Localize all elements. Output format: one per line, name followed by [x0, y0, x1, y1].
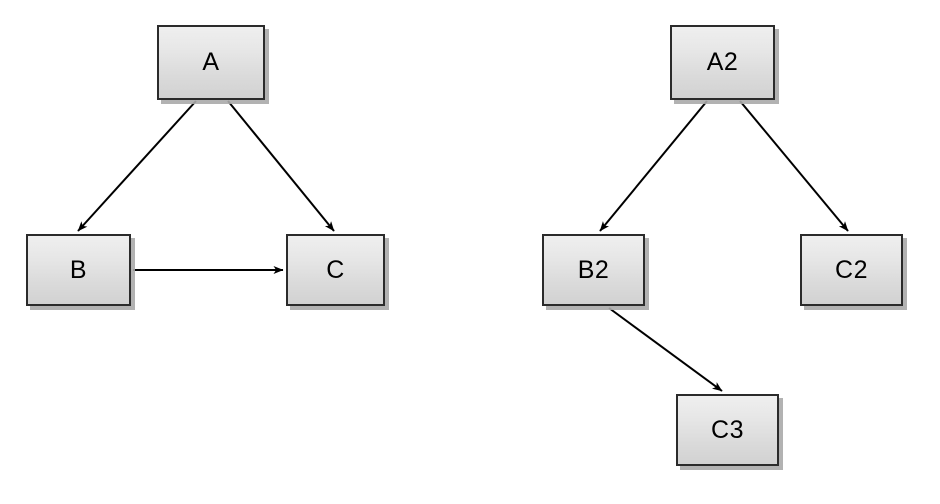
node-c3[interactable]: C3: [676, 394, 779, 466]
node-c[interactable]: C: [286, 234, 385, 306]
node-label: C2: [835, 255, 868, 284]
node-label: A2: [706, 48, 739, 76]
node-a[interactable]: A: [157, 25, 265, 100]
node-label: C3: [711, 415, 744, 444]
node-label: A: [202, 48, 220, 76]
edge-a-to-c: [227, 100, 335, 232]
edge-a2-to-b2: [599, 100, 708, 232]
node-c2[interactable]: C2: [800, 234, 903, 306]
node-label: B2: [577, 255, 610, 284]
node-b[interactable]: B: [26, 234, 131, 306]
node-b2[interactable]: B2: [542, 234, 645, 306]
node-label: B: [69, 255, 88, 284]
node-a2[interactable]: A2: [670, 25, 775, 100]
node-label: C: [326, 255, 345, 284]
edge-a2-to-c2: [739, 100, 849, 232]
edge-a-to-b: [77, 100, 197, 232]
edge-b2-to-c3: [608, 307, 723, 392]
